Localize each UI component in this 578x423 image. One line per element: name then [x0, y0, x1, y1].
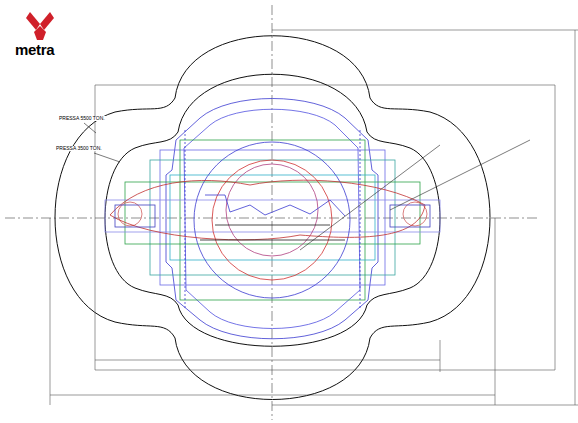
- dimension-lines: [50, 30, 578, 405]
- die-profiles: [105, 99, 440, 339]
- logo-text: metra: [15, 42, 54, 57]
- logo-mark: [26, 12, 54, 40]
- press-outline-large: [55, 36, 490, 400]
- leader-lines: [84, 123, 530, 250]
- press-label: PRESSA 5500 TON.: [58, 116, 106, 121]
- press-outline-small: [105, 74, 440, 346]
- press-label: PRESSA 3500 TON.: [55, 146, 103, 151]
- centre-lines: [5, 5, 540, 420]
